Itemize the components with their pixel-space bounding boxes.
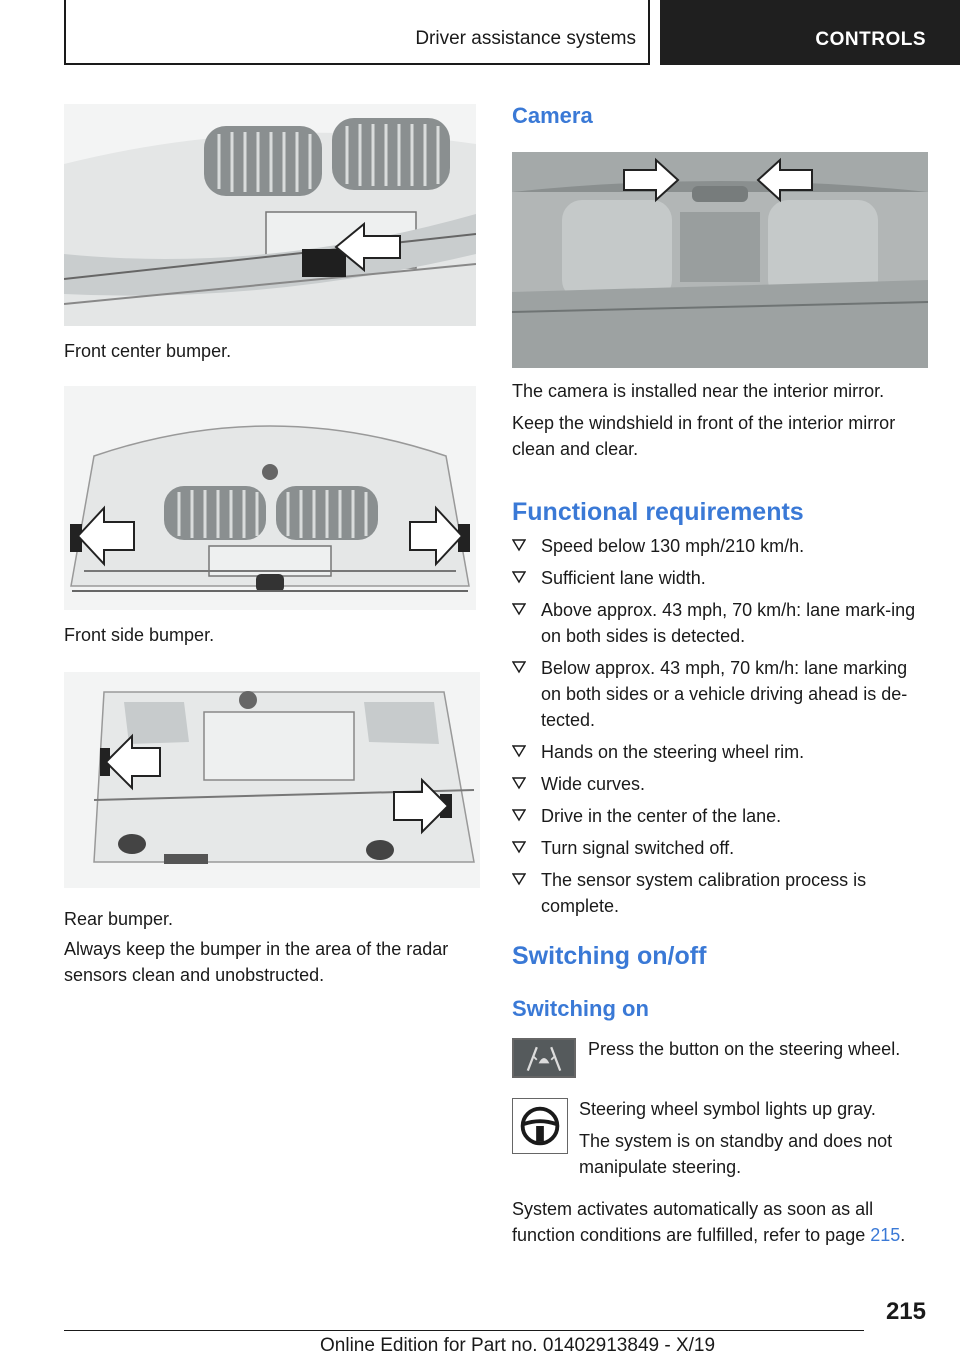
page-reference-link[interactable]: 215 (870, 1225, 901, 1245)
caption-rear-bumper: Rear bumper. (64, 909, 174, 929)
list-item: Sufficient lane width. (512, 565, 932, 591)
switching-on-off-heading: Switching on/off (512, 942, 707, 970)
requirement-text: The sensor system calibration process is… (541, 870, 867, 916)
camera-location-text: The camera is installed near the interio… (512, 381, 885, 401)
radar-sensor-note: Always keep the bumper in the area of th… (64, 939, 449, 985)
requirement-text: Hands on the steering wheel rim. (541, 742, 805, 762)
standby-text: The system is on standby and does not ma… (579, 1131, 893, 1177)
requirements-list: Speed below 130 mph/210 km/h. Sufficient… (512, 533, 932, 925)
triangle-bullet-icon (512, 841, 526, 854)
switching-on-heading: Switching on (512, 996, 649, 1021)
header-rule-mid (648, 0, 650, 64)
triangle-bullet-icon (512, 603, 526, 616)
caption-front-center-bumper: Front center bumper. (64, 341, 232, 361)
list-item: Speed below 130 mph/210 km/h. (512, 533, 932, 559)
footer-rule (64, 1330, 864, 1331)
interior-camera-illustration (512, 152, 928, 368)
header-chapter-label: CONTROLS (815, 29, 926, 50)
press-button-text: Press the button on the steering wheel. (588, 1039, 901, 1059)
windshield-note: Keep the windshield in front of the inte… (512, 413, 896, 459)
list-item: Wide curves. (512, 771, 932, 797)
requirement-text: Above approx. 43 mph, 70 km/h: lane mark… (541, 600, 916, 646)
header-rule-left (64, 0, 66, 64)
camera-heading: Camera (512, 103, 593, 128)
symbol-gray-text: Steering wheel symbol lights up gray. (579, 1099, 876, 1119)
requirement-text: Turn signal switched off. (541, 838, 735, 858)
front-center-bumper-illustration (64, 104, 476, 326)
requirement-text: Wide curves. (541, 774, 646, 794)
triangle-bullet-icon (512, 777, 526, 790)
triangle-bullet-icon (512, 539, 526, 552)
header-chapter-tab: CONTROLS (660, 0, 960, 65)
list-item: Turn signal switched off. (512, 835, 932, 861)
triangle-bullet-icon (512, 809, 526, 822)
functional-requirements-heading: Functional requirements (512, 498, 804, 526)
list-item: Drive in the center of the lane. (512, 803, 932, 829)
page-number: 215 (885, 1298, 926, 1325)
steering-wheel-icon (512, 1098, 568, 1154)
auto-activation-period: . (900, 1225, 906, 1245)
caption-front-side-bumper: Front side bumper. (64, 625, 215, 645)
rear-bumper-illustration (64, 672, 480, 888)
list-item: Above approx. 43 mph, 70 km/h: lane mark… (512, 597, 932, 649)
triangle-bullet-icon (512, 661, 526, 674)
header-rule-bottom (64, 63, 650, 65)
list-item: Hands on the steering wheel rim. (512, 739, 932, 765)
triangle-bullet-icon (512, 571, 526, 584)
lane-assist-button-icon (512, 1038, 576, 1078)
list-item: The sensor system calibration process is… (512, 867, 932, 919)
triangle-bullet-icon (512, 745, 526, 758)
requirement-text: Speed below 130 mph/210 km/h. (541, 536, 805, 556)
requirement-text: Sufficient lane width. (541, 568, 706, 588)
triangle-bullet-icon (512, 873, 526, 886)
header-section-title: Driver assistance systems (415, 28, 636, 49)
front-side-bumper-illustration (64, 386, 476, 610)
requirement-text: Below approx. 43 mph, 70 km/h: lane mark… (541, 658, 908, 730)
list-item: Below approx. 43 mph, 70 km/h: lane mark… (512, 655, 932, 733)
auto-activation-text: System activates automatically as soon a… (512, 1196, 912, 1248)
requirement-text: Drive in the center of the lane. (541, 806, 782, 826)
footer-edition: Online Edition for Part no. 01402913849 … (320, 1335, 716, 1356)
auto-activation-body: System activates automatically as soon a… (512, 1199, 874, 1245)
